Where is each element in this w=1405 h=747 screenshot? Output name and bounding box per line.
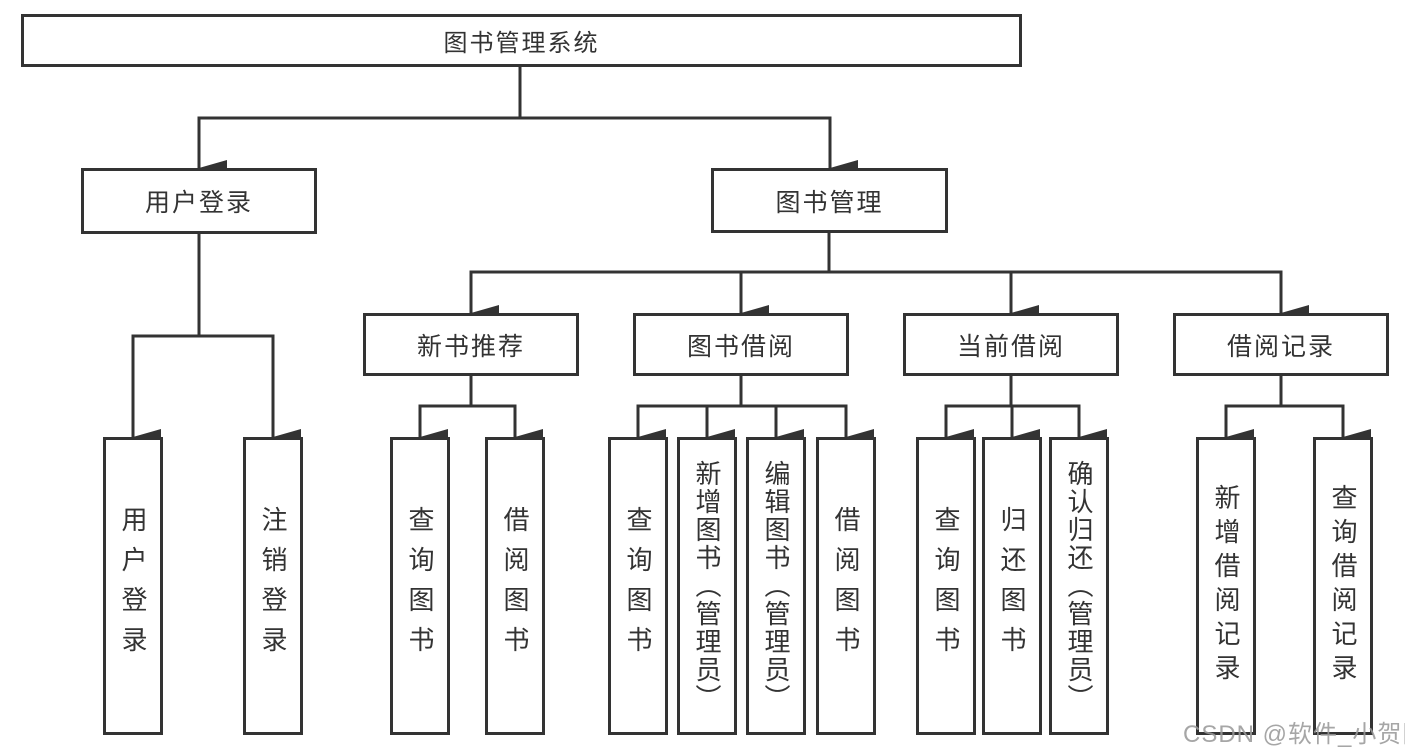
node-new-book-recommend: 新书推荐 [363,313,579,376]
leaf-add-borrow-record: 新增借阅记录 [1196,437,1256,735]
leaf-logout: 注销登录 [243,437,303,735]
leaf-query-books-recommend: 查询图书 [390,437,450,735]
node-book-management: 图书管理 [711,168,948,233]
leaf-query-books-borrow: 查询图书 [608,437,668,735]
csdn-watermark: CSDN @软件_小贺同学 [1183,721,1405,747]
node-user-login: 用户登录 [81,168,317,234]
leaf-confirm-return-admin: 确认归还（管理员） [1049,437,1109,735]
node-book-borrow: 图书借阅 [633,313,849,376]
leaf-query-borrow-record: 查询借阅记录 [1313,437,1373,735]
node-borrow-records: 借阅记录 [1173,313,1389,376]
leaf-edit-books-admin: 编辑图书（管理员） [746,437,806,735]
node-current-borrow: 当前借阅 [903,313,1119,376]
leaf-query-books-current: 查询图书 [916,437,976,735]
leaf-borrow-books-recommend: 借阅图书 [485,437,545,735]
leaf-add-books-admin: 新增图书（管理员） [677,437,737,735]
leaf-return-books: 归还图书 [982,437,1042,735]
leaf-borrow-books: 借阅图书 [816,437,876,735]
node-library-system: 图书管理系统 [21,14,1022,67]
leaf-user-login: 用户登录 [103,437,163,735]
